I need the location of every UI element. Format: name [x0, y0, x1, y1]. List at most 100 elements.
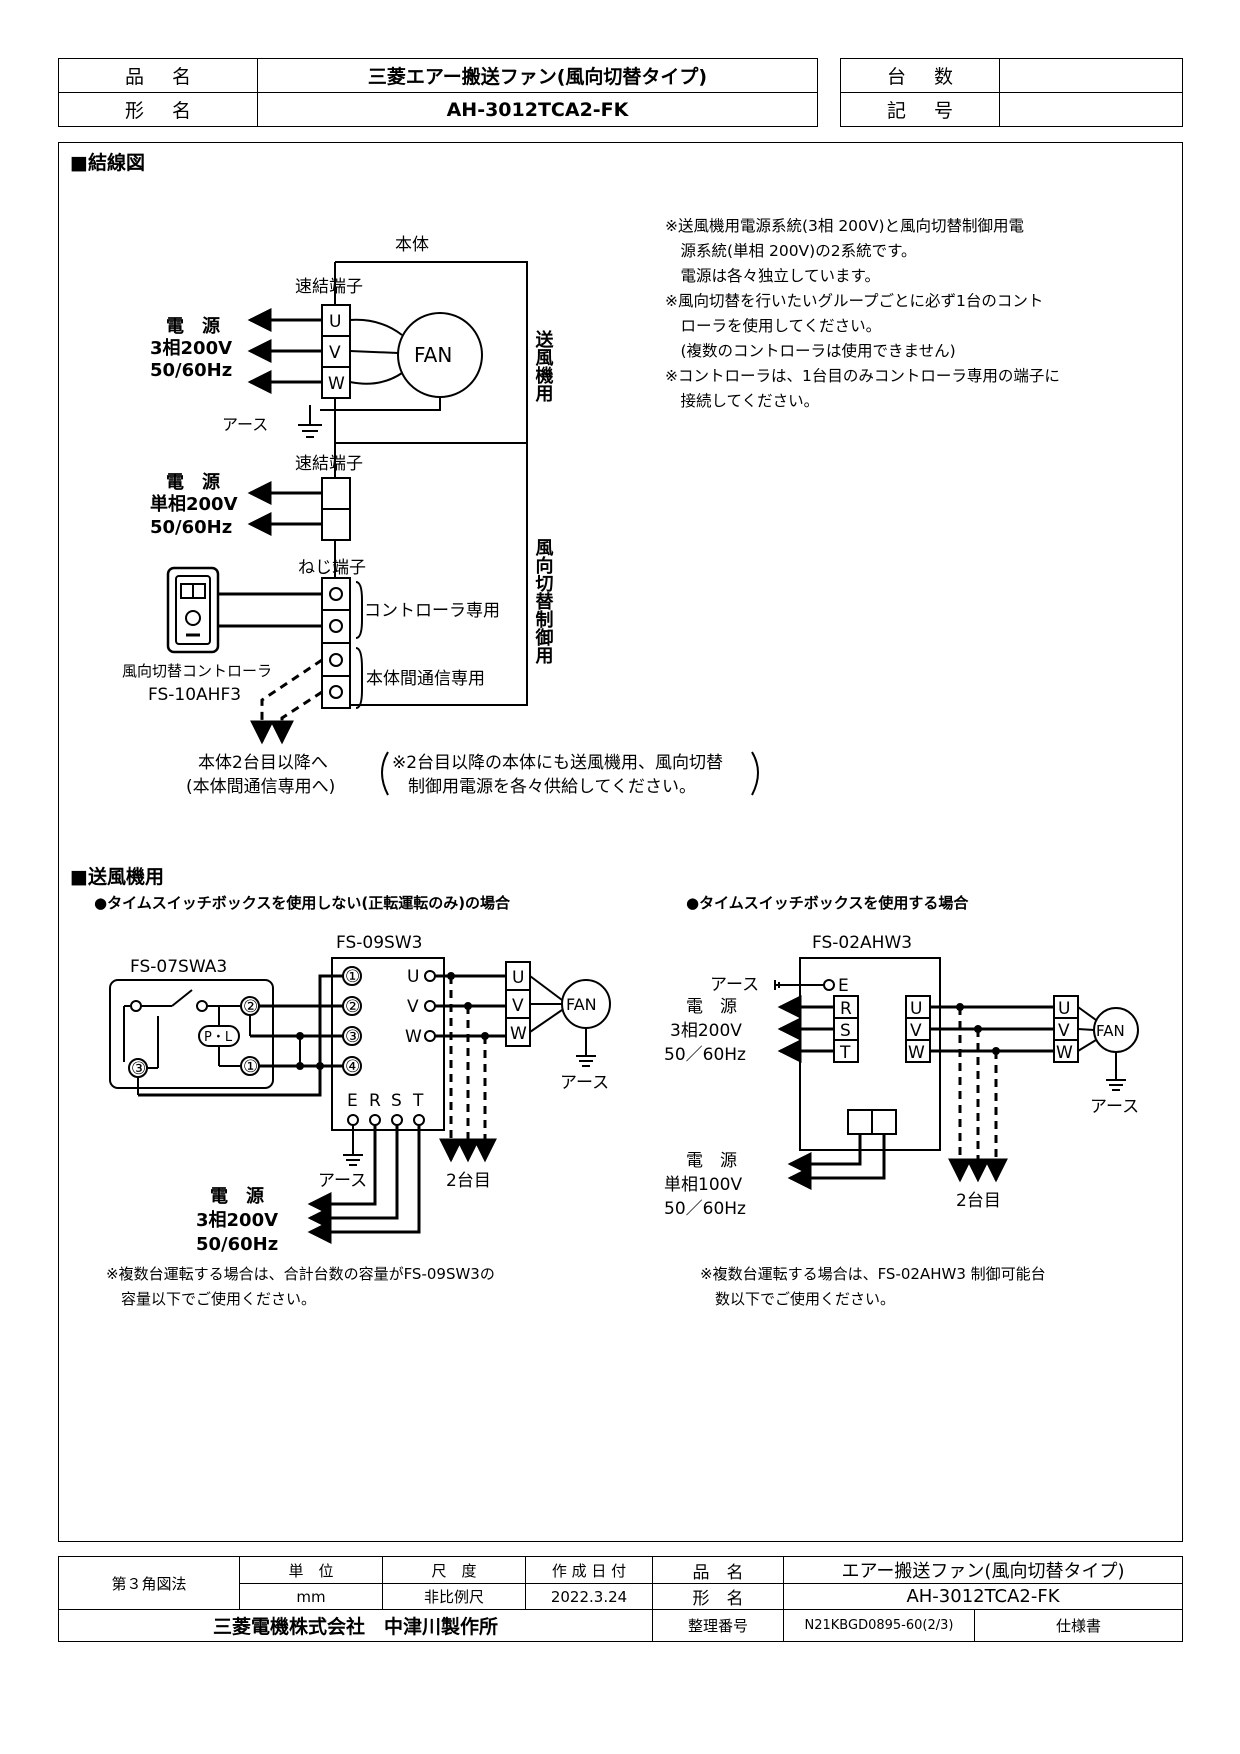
note-line: 源系統(単相 200V)の2系統です。	[665, 242, 917, 260]
circled-4: ④	[345, 1057, 360, 1077]
note-line: ※複数台運転する場合は、FS-02AHW3 制御可能台	[700, 1265, 1046, 1283]
earth-left-fan: アース	[560, 1073, 609, 1093]
left-power-line2: 3相200V	[196, 1210, 278, 1231]
terminal-w: W	[328, 374, 345, 394]
blower-title: ■送風機用	[70, 866, 164, 888]
header-table: 品名 三菱エアー搬送ファン(風向切替タイプ) 形名 AH-3012TCA2-FK	[58, 58, 818, 127]
note-line: ※風向切替を行いたいグループごとに必ず1台のコント	[665, 292, 1044, 310]
box-v: V	[910, 1021, 922, 1041]
direction-use-label: 風向切替制御用	[533, 538, 555, 665]
fan-term-u-right: U	[1058, 999, 1070, 1019]
earth-label: アース	[222, 415, 268, 434]
note-line: 数以下でご使用ください。	[700, 1290, 896, 1308]
screw-terminal-label: ねじ端子	[298, 558, 366, 578]
wiring-notes: ※送風機用電源系統(3相 200V)と風向切替制御用電 源系統(単相 200V)…	[665, 214, 1060, 414]
note-line: (複数のコントローラは使用できません)	[665, 342, 956, 360]
right-blower-labels: FS-02AHW3 アース E R S T U V W U V W FAN アー…	[664, 933, 1139, 1219]
box-u: U	[910, 999, 922, 1019]
out-v: V	[407, 997, 419, 1017]
term-r-right: R	[840, 999, 852, 1019]
fs07-label: FS-07SWA3	[130, 957, 227, 977]
power2-line1: 電 源	[166, 471, 220, 493]
pl-label: P・L	[204, 1030, 233, 1045]
controller-name: 風向切替コントローラ	[122, 662, 272, 680]
unit-value: mm	[239, 1583, 383, 1610]
term-r: R	[369, 1091, 381, 1111]
fan-term-w: W	[510, 1024, 527, 1044]
note-line: 容量以下でご使用ください。	[106, 1290, 317, 1308]
quick-terminal2-label: 速結端子	[295, 454, 363, 474]
date-value: 2022.3.24	[525, 1583, 653, 1610]
circled-3-left: ③	[131, 1059, 146, 1079]
right-1ph-line2: 単相100V	[664, 1175, 742, 1195]
scale-label: 尺 度	[382, 1556, 526, 1584]
term-t: T	[412, 1091, 424, 1111]
fan-left: FAN	[566, 995, 597, 1014]
second-note-line2: 制御用電源を各々供給してください。	[408, 777, 696, 797]
left-blower-labels: FS-09SW3 FS-07SWA3 P・L ③ ② ① ① ② ③ ④ U V…	[130, 933, 609, 1255]
circled-1-left: ①	[243, 1057, 258, 1077]
blower-left-note: ※複数台運転する場合は、合計台数の容量がFS-09SW3の 容量以下でご使用くだ…	[106, 1262, 495, 1312]
right-power-line3: 50／60Hz	[664, 1045, 746, 1065]
note-line: ※複数台運転する場合は、合計台数の容量がFS-09SW3の	[106, 1265, 495, 1283]
earth-left: アース	[318, 1171, 367, 1191]
company-name: 三菱電機株式会社 中津川製作所	[58, 1609, 653, 1642]
note-line: ※コントローラは、1台目のみコントローラ専用の端子に	[665, 367, 1060, 385]
second-left: 2台目	[446, 1171, 491, 1191]
product-label-footer: 品 名	[652, 1556, 784, 1584]
fan-term-w-right: W	[1056, 1043, 1073, 1063]
controller-model: FS-10AHF3	[148, 685, 241, 705]
fan-label: FAN	[414, 343, 452, 367]
fan-term-u: U	[512, 968, 524, 988]
second-unit-line1: 本体2台目以降へ	[198, 753, 328, 773]
model-label-footer: 形 名	[652, 1583, 784, 1610]
term-s-right: S	[840, 1021, 851, 1041]
earth-right-fan: アース	[1090, 1097, 1139, 1117]
note-line: 接続してください。	[665, 392, 820, 410]
left-power-line1: 電 源	[210, 1185, 264, 1207]
quantity-value	[999, 58, 1183, 93]
wiring-title: ■結線図	[70, 152, 145, 174]
power2-line2: 単相200V	[150, 493, 238, 515]
right-power-line2: 3相200V	[670, 1021, 742, 1041]
body-label: 本体	[395, 235, 429, 255]
main-wiring-labels: 本体 速結端子 速結端子 ねじ端子 U V W FAN 電 源 3相200V 5…	[122, 235, 723, 797]
left-power-line3: 50/60Hz	[196, 1234, 278, 1255]
date-label: 作 成 日 付	[525, 1556, 653, 1584]
model-value: AH-3012TCA2-FK	[257, 92, 818, 127]
circled-3: ③	[345, 1027, 360, 1047]
right-1ph-line3: 50／60Hz	[664, 1199, 746, 1219]
drawing-frame	[58, 142, 1183, 1542]
blower-use-label: 送風機用	[533, 329, 555, 403]
second-right: 2台目	[956, 1191, 1001, 1211]
right-power-line1: 電 源	[686, 997, 737, 1017]
right-1ph-line1: 電 源	[686, 1151, 737, 1171]
symbol-label: 記号	[840, 92, 1000, 127]
fs09-label: FS-09SW3	[336, 933, 422, 953]
projection: 第３角図法	[58, 1556, 240, 1610]
ref-label: 整理番号	[652, 1609, 784, 1642]
inter-comm-label: 本体間通信専用	[366, 669, 485, 689]
power1-line2: 3相200V	[150, 338, 232, 359]
terminal-v: V	[329, 343, 341, 363]
fan-term-v-right: V	[1058, 1021, 1070, 1041]
second-note-line1: ※2台目以降の本体にも送風機用、風向切替	[392, 753, 723, 773]
note-line: ローラを使用してください。	[665, 317, 882, 335]
term-e-right: E	[838, 976, 849, 996]
power2-line3: 50/60Hz	[150, 517, 232, 538]
out-w: W	[405, 1027, 422, 1047]
quick-terminal-label: 速結端子	[295, 277, 363, 297]
ref-number: N21KBGD0895-60(2/3)	[783, 1609, 975, 1642]
note-line: 電源は各々独立しています。	[665, 267, 881, 285]
left-blower-wiring	[109, 957, 611, 1244]
product-name-label: 品名	[58, 58, 258, 93]
doc-type: 仕様書	[974, 1609, 1183, 1642]
power1-line1: 電 源	[166, 315, 220, 337]
circled-2-left: ②	[243, 997, 258, 1017]
symbol-value	[999, 92, 1183, 127]
blower-right-title: ●タイムスイッチボックスを使用する場合	[686, 894, 969, 912]
model-footer: AH-3012TCA2-FK	[783, 1583, 1183, 1610]
product-name: 三菱エアー搬送ファン(風向切替タイプ)	[257, 58, 818, 93]
right-blower-wiring	[774, 957, 1139, 1190]
